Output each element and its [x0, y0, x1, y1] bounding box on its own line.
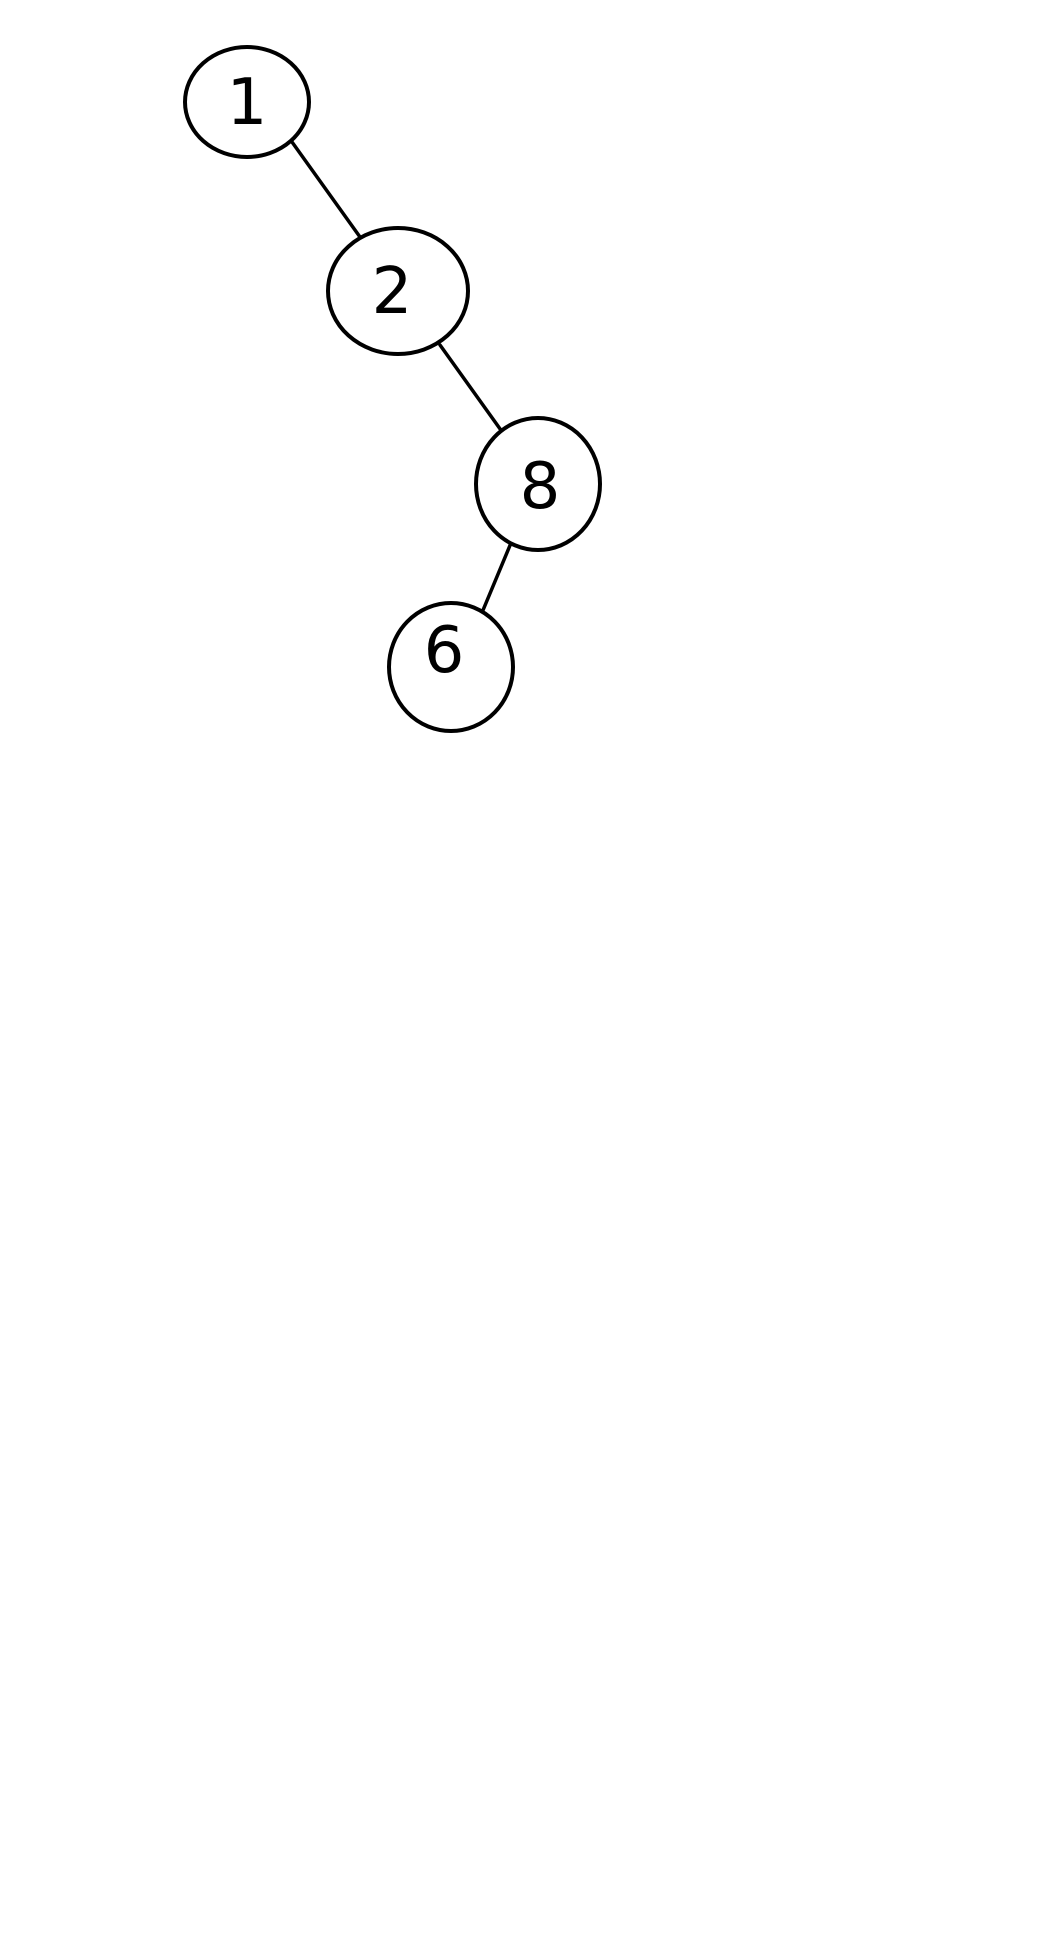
node-label: 1	[227, 66, 268, 140]
node-label: 6	[424, 614, 465, 688]
tree-node-2: 2	[326, 226, 470, 356]
node-circle	[474, 416, 602, 552]
node-circle	[326, 226, 470, 356]
node-circle	[183, 45, 311, 159]
node-label: 8	[520, 450, 561, 524]
node-circle	[387, 601, 515, 733]
edge-2-8	[438, 343, 505, 435]
tree-node-1: 1	[183, 45, 311, 159]
edge-8-6	[479, 541, 513, 617]
node-label: 2	[372, 255, 413, 329]
edge-1-2	[290, 140, 362, 239]
tree-node-6: 6	[387, 601, 515, 733]
tree-node-8: 8	[474, 416, 602, 552]
